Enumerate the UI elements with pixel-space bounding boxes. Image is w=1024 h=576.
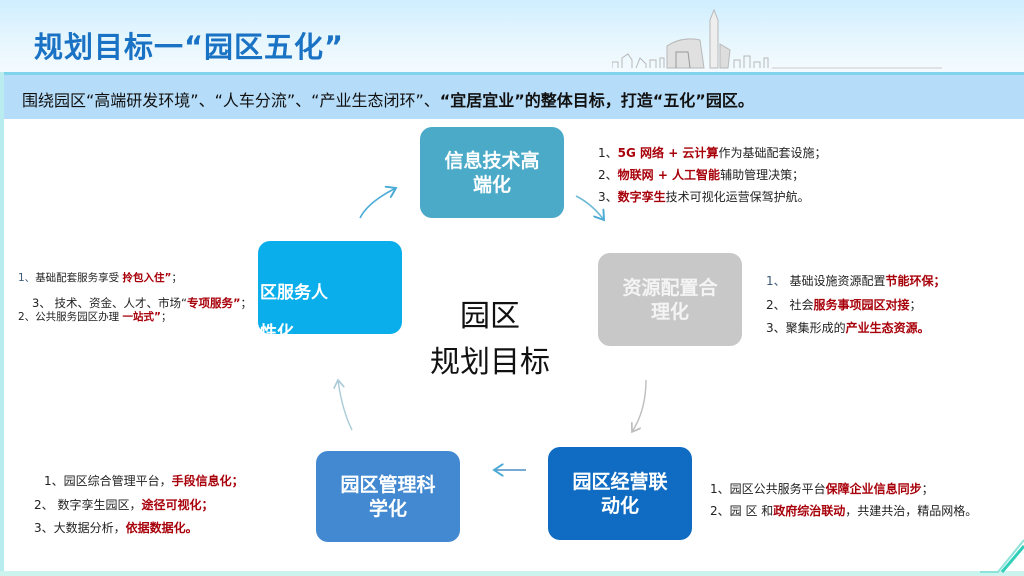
desc-management: 1、园区综合管理平台，手段信息化； 2、 数字孪生园区，途径可视化； 3、大数据… bbox=[34, 470, 244, 541]
node-operation-line1: 园区经营联 bbox=[572, 470, 668, 493]
node-info-tech-line1: 信息技术高 bbox=[444, 149, 540, 172]
arrow-bl-to-left bbox=[338, 380, 353, 431]
node-resource-allocation: 资源配置合 理化 bbox=[598, 253, 742, 346]
header-banner: 规划目标一“园区五化” bbox=[0, 0, 1024, 72]
corner-decoration-icon bbox=[980, 539, 1024, 573]
node-operation-line2: 动化 bbox=[600, 494, 639, 517]
node-service-humanization: 区服务人 性化 bbox=[258, 241, 402, 334]
node-management-line2: 学化 bbox=[368, 497, 407, 520]
desc-item: 3、 技术、资金、人才、市场“专项服务”； bbox=[32, 296, 253, 310]
arrow-right-to-br bbox=[632, 379, 647, 432]
node-service-partial2: 性化 bbox=[260, 323, 294, 334]
node-management-science: 园区管理科 学化 bbox=[316, 451, 460, 542]
arrow-left-to-top bbox=[359, 188, 396, 219]
desc-service: 1、基础配套服务享受 拎包入住”； 3、 技术、资金、人才、市场“专项服务”； … bbox=[18, 270, 252, 324]
center-line2: 规划目标 bbox=[430, 345, 550, 380]
center-line1: 园区 bbox=[460, 299, 520, 334]
desc-item: 3、聚集形成的产业生态资源。 bbox=[766, 321, 930, 335]
desc-operation: 1、园区公共服务平台保障企业信息同步； 2、园 区 和政府综治联动，共建共治，精… bbox=[710, 478, 977, 522]
subtitle-bar: 围绕园区“高端研发环境”、“人车分流”、“产业生态闭环”、“宜居宜业”的整体目标… bbox=[4, 72, 1024, 119]
bottom-frame-border bbox=[0, 571, 1024, 576]
node-resource-line2: 理化 bbox=[650, 300, 689, 323]
center-title: 园区 规划目标 bbox=[410, 294, 570, 386]
subtitle-part1: 围绕园区“高端研发环境”、“人车分流”、“产业生态闭环”、 bbox=[22, 91, 440, 110]
node-service-partial1: 区服务人 bbox=[260, 283, 328, 303]
page-title: 规划目标一“园区五化” bbox=[34, 30, 345, 64]
desc-item: 2、 数字孪生园区，途径可视化； bbox=[34, 497, 214, 512]
desc-item: 2、公共服务园区办理 一站式”； bbox=[18, 311, 172, 323]
desc-item: 1、 基础设施资源配置节能环保； bbox=[766, 274, 946, 288]
desc-item: 2、物联网 + 人工智能辅助管理决策； bbox=[598, 168, 805, 182]
left-frame-border bbox=[0, 72, 4, 576]
desc-info-tech: 1、5G 网络 + 云计算作为基础配套设施； 2、物联网 + 人工智能辅助管理决… bbox=[598, 142, 826, 208]
subtitle-part2: “宜居宜业”的整体目标，打造“五化”园区。 bbox=[439, 91, 754, 110]
node-resource-line1: 资源配置合 bbox=[622, 276, 718, 299]
desc-item: 3、大数据分析，依据数据化。 bbox=[34, 521, 198, 535]
node-operation-linkage: 园区经营联 动化 bbox=[548, 447, 692, 540]
desc-resource: 1、 基础设施资源配置节能环保； 2、 社会服务事项园区对接； 3、聚集形成的产… bbox=[766, 270, 945, 341]
node-management-line1: 园区管理科 bbox=[340, 473, 436, 496]
desc-item: 1、5G 网络 + 云计算作为基础配套设施； bbox=[598, 146, 827, 160]
desc-item: 1、园区公共服务平台保障企业信息同步； bbox=[710, 482, 934, 496]
subtitle-text: 围绕园区“高端研发环境”、“人车分流”、“产业生态闭环”、“宜居宜业”的整体目标… bbox=[22, 87, 754, 111]
desc-item: 2、园 区 和政府综治联动，共建共治，精品网格。 bbox=[710, 504, 978, 518]
node-info-tech-line2: 端化 bbox=[472, 173, 511, 196]
desc-item: 3、数字孪生技术可视化运营保驾护航。 bbox=[598, 190, 810, 204]
desc-item: 2、 社会服务事项园区对接； bbox=[766, 297, 922, 312]
desc-item: 1、园区综合管理平台，手段信息化； bbox=[44, 474, 244, 488]
desc-item: 1、基础配套服务享受 拎包入住”； bbox=[18, 272, 182, 284]
node-info-tech: 信息技术高 端化 bbox=[420, 127, 564, 218]
city-skyline-icon bbox=[612, 8, 942, 69]
